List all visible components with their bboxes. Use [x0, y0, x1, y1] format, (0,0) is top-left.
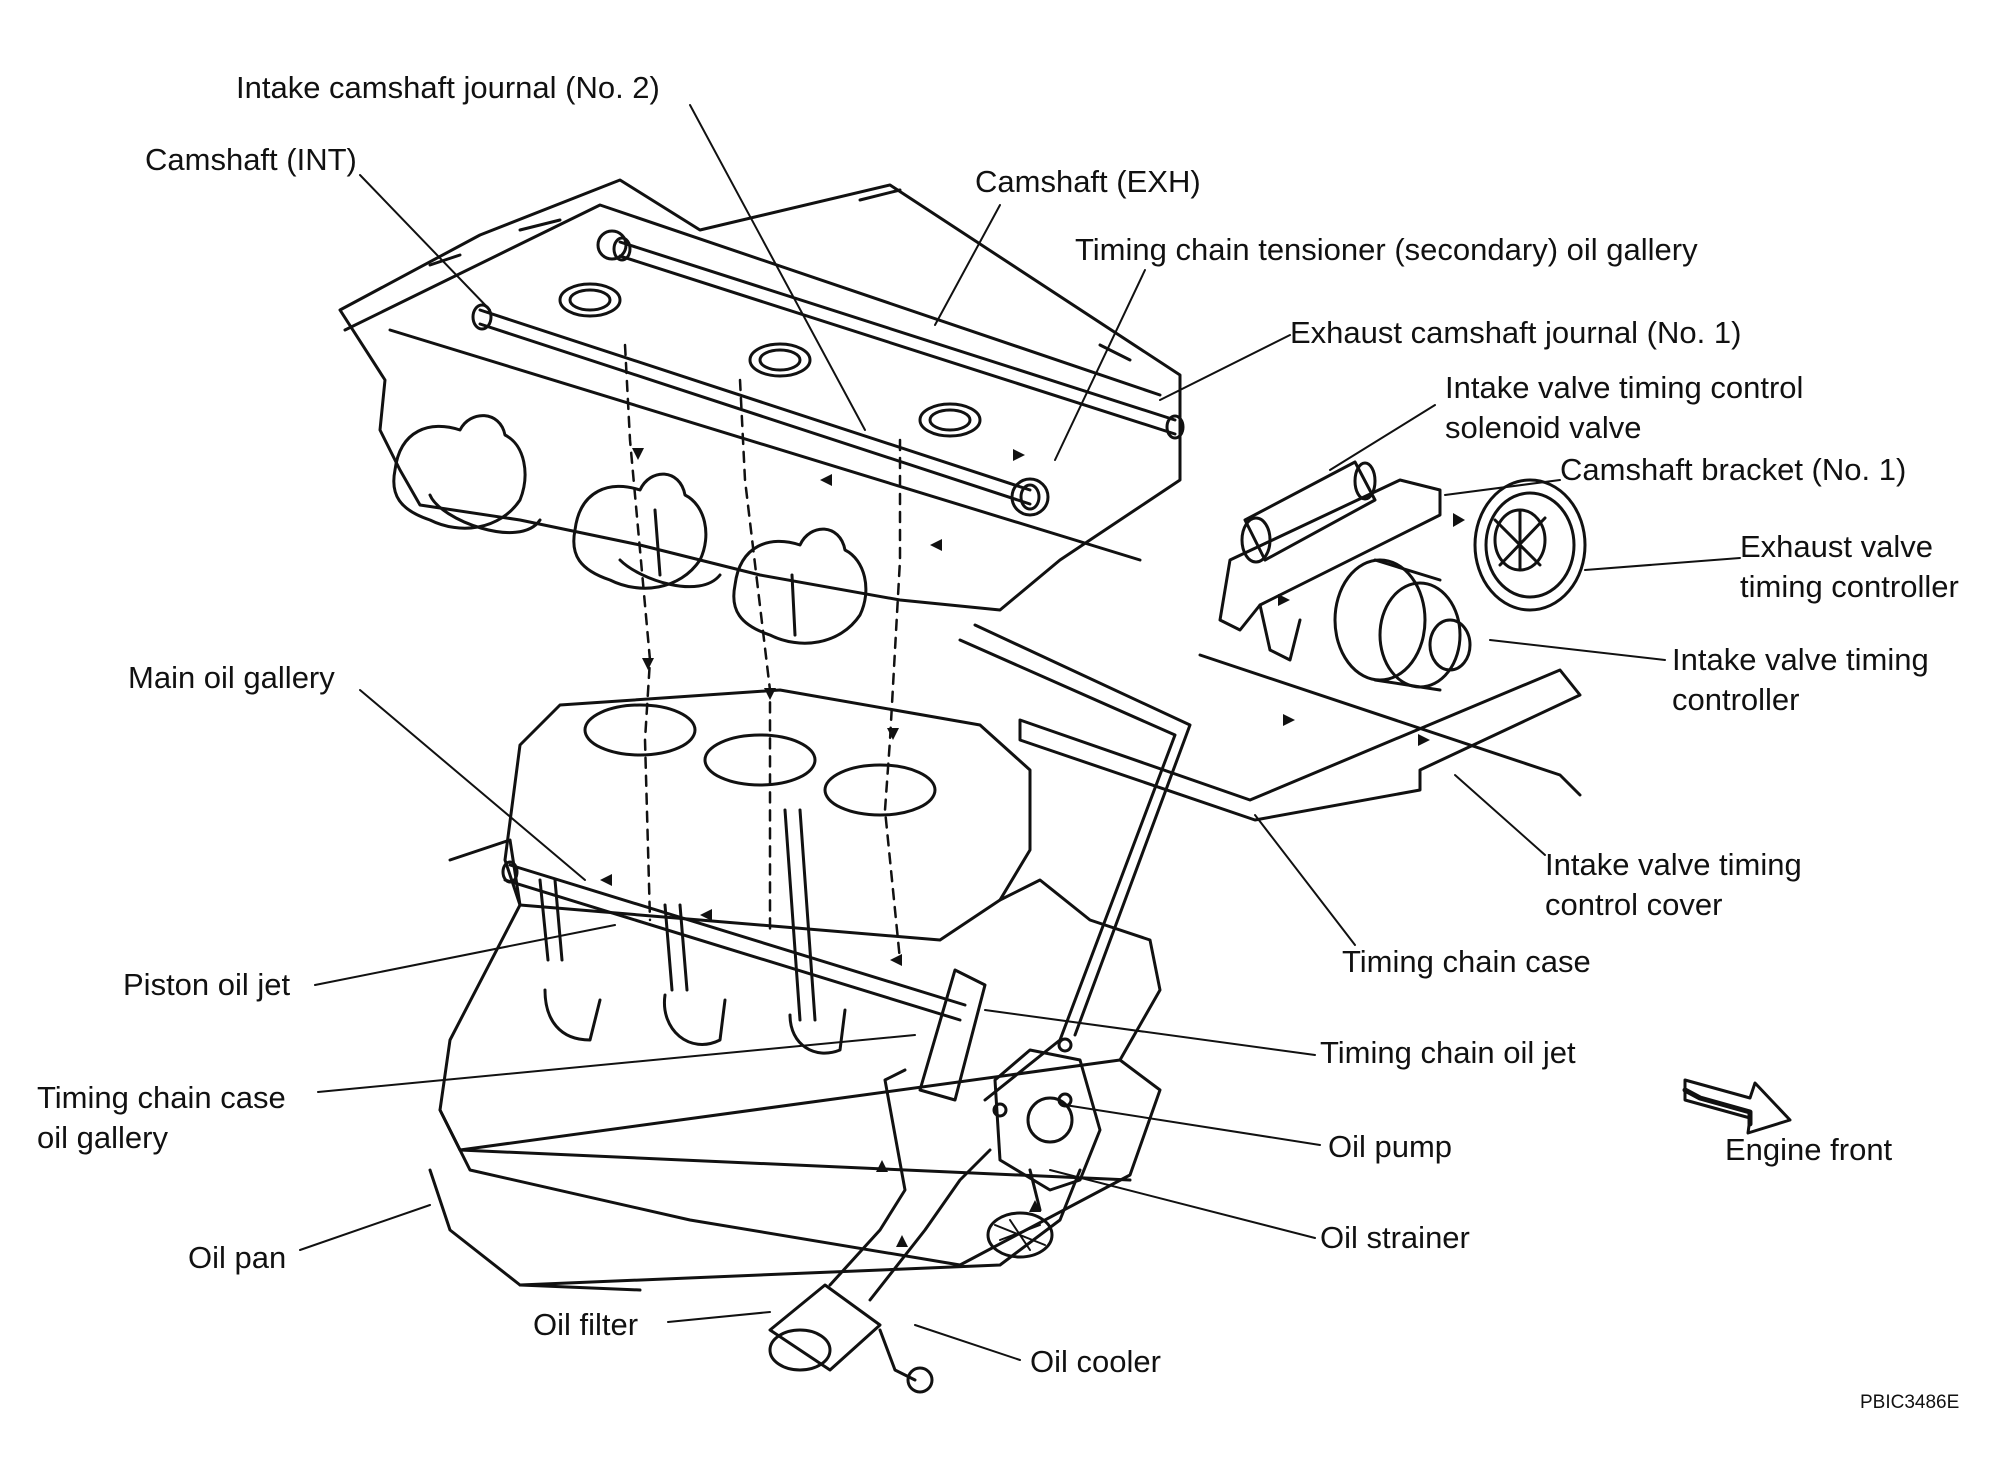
label-oil-pan: Oil pan [188, 1240, 287, 1275]
label-timing-chain-case: Timing chain case [1342, 944, 1591, 979]
intake-valve-timing-controller [1333, 558, 1472, 692]
main-oil-gallery-tube [501, 860, 967, 1022]
crankcase [438, 838, 1162, 1267]
label-camshaft-bracket-no1: Camshaft bracket (No. 1) [1560, 452, 1907, 487]
camshaft-int [471, 303, 1050, 517]
label-intake-vtc-line2: controller [1672, 682, 1800, 717]
connecting-rods [538, 808, 817, 1022]
camshaft-bracket-no1 [1218, 478, 1442, 662]
cam-journal-bores [558, 282, 982, 438]
timing-chain-case-plate [1018, 653, 1582, 822]
intake-ports [392, 414, 868, 645]
exhaust-valve-timing-controller [1473, 478, 1587, 612]
label-oil-strainer: Oil strainer [1320, 1220, 1470, 1255]
camshaft-exh [596, 229, 1185, 440]
label-camshaft-int: Camshaft (INT) [145, 142, 357, 177]
label-timing-chain-oil-jet: Timing chain oil jet [1320, 1035, 1576, 1070]
oil-filter-body [768, 1068, 992, 1372]
label-piston-oil-jet: Piston oil jet [123, 967, 291, 1002]
oil-cooler-body [878, 1328, 934, 1394]
label-intake-vtc-solenoid-line2: solenoid valve [1445, 410, 1642, 445]
cylinder-block [503, 688, 1032, 942]
solenoid-valve [1240, 460, 1377, 564]
label-intake-vtc-cover-line1: Intake valve timing [1545, 847, 1802, 882]
label-engine-front: Engine front [1725, 1132, 1893, 1167]
label-exhaust-vtc-line2: timing controller [1740, 569, 1959, 604]
engine-front-arrow [1682, 1078, 1792, 1135]
figure-code: PBIC3486E [1860, 1392, 1960, 1413]
label-oil-pump: Oil pump [1328, 1129, 1453, 1164]
label-intake-vtc-solenoid-line1: Intake valve timing control [1445, 370, 1804, 405]
oil-pump-body [992, 1037, 1102, 1192]
label-intake-vtc-cover-line2: control cover [1545, 887, 1723, 922]
label-oil-filter: Oil filter [533, 1307, 639, 1342]
label-intake-camshaft-journal-no2: Intake camshaft journal (No. 2) [236, 70, 660, 105]
label-camshaft-exh: Camshaft (EXH) [975, 164, 1201, 199]
flow-arrows [600, 448, 1465, 1247]
timing-chain-case-gallery [918, 623, 1192, 1102]
label-case-oil-gallery-line2: oil gallery [37, 1120, 168, 1155]
leader-lines [299, 104, 1741, 1361]
label-oil-cooler: Oil cooler [1030, 1344, 1161, 1379]
label-main-oil-gallery: Main oil gallery [128, 660, 335, 695]
label-exhaust-vtc-line1: Exhaust valve [1740, 529, 1933, 564]
crank-journals [543, 988, 847, 1055]
label-intake-vtc-line1: Intake valve timing [1672, 642, 1929, 677]
label-exhaust-camshaft-journal-no1: Exhaust camshaft journal (No. 1) [1290, 315, 1742, 350]
label-case-oil-gallery-line1: Timing chain case [37, 1080, 286, 1115]
oil-passages [623, 343, 902, 962]
oil-pan [428, 1168, 1082, 1292]
label-tensioner-oil-gallery: Timing chain tensioner (secondary) oil g… [1075, 232, 1698, 267]
oil-strainer-body [986, 1168, 1054, 1259]
